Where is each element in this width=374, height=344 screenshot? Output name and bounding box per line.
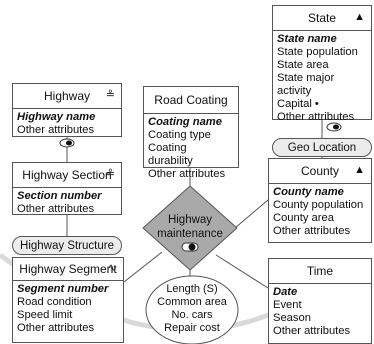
hierarchy-geo-location: Geo Location <box>272 138 372 157</box>
toggle-icon <box>181 242 199 252</box>
highway-body: Highway name Other attributes <box>13 109 121 139</box>
entity-highway: Highway ≗ Highway name Other attributes <box>12 83 122 137</box>
entity-highway-segment: Highway Segment ∿ Segment number Road co… <box>12 257 124 343</box>
highway-segment-body: Segment number Road condition Speed limi… <box>13 281 123 337</box>
entity-county: County ▲ County name County population C… <box>268 158 372 243</box>
highway-section-title: Highway Section <box>22 168 112 182</box>
county-attr: Other attributes <box>273 225 351 237</box>
state-attr: State major activity <box>277 72 335 97</box>
highway-section-header: Highway Section ≗ <box>13 163 121 188</box>
highway-header: Highway ≗ <box>13 84 121 109</box>
highway-section-key: Section number <box>17 190 102 202</box>
highway-segment-attr: Other attributes <box>17 322 95 334</box>
time-attr: Event <box>273 299 302 311</box>
road-coating-attr: Other attributes <box>148 168 226 180</box>
highway-section-attr: Other attributes <box>17 203 95 215</box>
hierarchy-highway-structure: Highway Structure <box>12 236 122 255</box>
time-title: Time <box>306 264 334 278</box>
wave-icon: ∿ <box>107 262 117 274</box>
highway-segment-attr: Speed limit <box>17 309 73 321</box>
highway-segment-title: Highway Segment <box>19 262 117 276</box>
road-coating-attr: Coating type <box>148 129 211 141</box>
county-key: County name <box>273 186 344 198</box>
state-attr: State population <box>277 46 358 58</box>
county-header: County ▲ <box>269 159 371 184</box>
link-fact-segment <box>123 251 163 283</box>
state-body: State name State population State area S… <box>273 31 371 126</box>
fact-diamond <box>142 185 238 271</box>
entity-state: State ▲ State name State population Stat… <box>272 5 372 123</box>
highway-segment-attr: Road condition <box>17 296 92 308</box>
time-attr: Season <box>273 312 311 324</box>
link-fact-time <box>215 254 269 289</box>
toggle-icon-highway <box>59 138 75 148</box>
entity-time: Time Date Event Season Other attributes <box>268 258 372 344</box>
measure-item: No. cars <box>171 309 213 321</box>
time-key: Date <box>273 286 298 298</box>
line-split-icon: ≗ <box>105 89 115 101</box>
measures-ellipse <box>145 275 239 344</box>
highway-segment-key: Segment number <box>17 283 109 295</box>
measure-item: Repair cost <box>164 322 220 334</box>
line-split-icon: ≗ <box>105 168 115 180</box>
highway-section-body: Section number Other attributes <box>13 188 121 218</box>
fact-label: Highway maintenance <box>150 213 230 241</box>
entity-highway-section: Highway Section ≗ Section number Other a… <box>12 162 122 215</box>
road-coating-body: Coating name Coating type Coating durabi… <box>144 114 238 183</box>
fact-label-line2: maintenance <box>157 228 223 240</box>
road-coating-attr: Coating durability <box>148 142 193 167</box>
county-attr: County area <box>273 212 334 224</box>
region-icon: ▲ <box>354 11 365 23</box>
time-header: Time <box>269 259 371 284</box>
measures-list: Length (S) Common area No. cars Repair c… <box>148 283 236 335</box>
toggle-icon-geo <box>326 122 342 132</box>
county-title: County <box>300 164 340 178</box>
time-attr: Other attributes <box>273 325 351 337</box>
geo-location-label: Geo Location <box>287 141 357 154</box>
fact-label-line1: Highway <box>167 214 213 226</box>
state-title: State <box>307 11 337 25</box>
measure-item: Length (S) <box>166 283 218 295</box>
road-coating-header: Road Coating <box>144 87 238 114</box>
measure-item: Common area <box>157 296 227 308</box>
county-body: County name County population County are… <box>269 184 371 240</box>
highway-key: Highway name <box>17 111 96 123</box>
highway-attr: Other attributes <box>17 124 95 136</box>
state-attr: State area <box>277 59 329 71</box>
link-fact-county <box>234 199 269 229</box>
highway-structure-label: Highway Structure <box>20 239 114 252</box>
state-attr: Other attributes <box>277 111 355 123</box>
county-attr: County population <box>273 199 364 211</box>
road-coating-title: Road Coating <box>154 93 228 107</box>
entity-road-coating: Road Coating Coating name Coating type C… <box>143 86 239 180</box>
time-body: Date Event Season Other attributes <box>269 284 371 340</box>
state-key: State name <box>277 33 337 45</box>
region-icon: ▲ <box>354 164 365 176</box>
road-coating-key: Coating name <box>148 116 222 128</box>
highway-title: Highway <box>43 89 91 103</box>
highway-segment-header: Highway Segment ∿ <box>13 258 123 281</box>
state-header: State ▲ <box>273 6 371 31</box>
state-attr: Capital • <box>277 98 319 110</box>
